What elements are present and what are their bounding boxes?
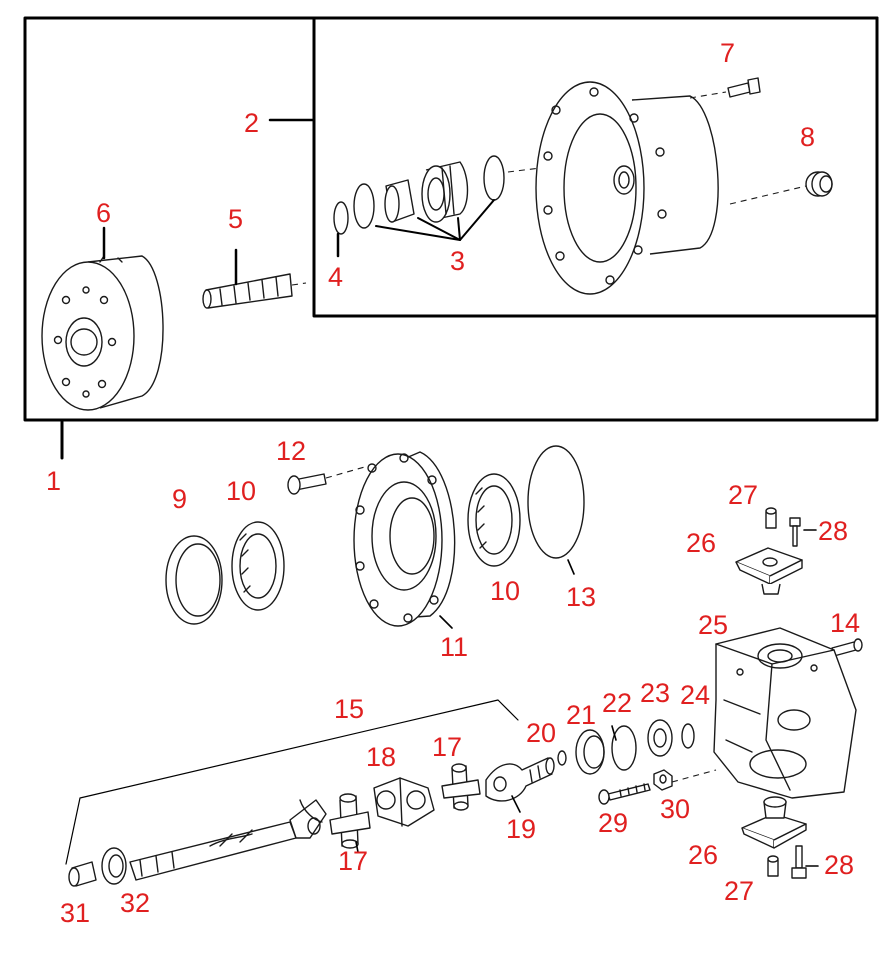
part-23-bearing bbox=[647, 719, 673, 757]
callout-14: 14 bbox=[830, 608, 860, 638]
part-3-planet-gear-set bbox=[353, 155, 541, 241]
callout-10-right: 10 bbox=[490, 576, 520, 606]
callout-18: 18 bbox=[366, 742, 396, 772]
callout-26-lower: 26 bbox=[688, 840, 718, 870]
part-13-o-ring bbox=[527, 445, 585, 559]
part-28-bolt-upper bbox=[789, 517, 801, 547]
callout-31: 31 bbox=[60, 898, 90, 928]
part-15-axle-shaft-assembly bbox=[65, 699, 519, 865]
callout-11: 11 bbox=[440, 632, 468, 662]
callout-8: 8 bbox=[800, 122, 815, 152]
part-17-u-joint-cross-left bbox=[329, 793, 371, 849]
callout-7: 7 bbox=[720, 38, 735, 68]
callout-24: 24 bbox=[680, 680, 710, 710]
callout-17-left: 17 bbox=[338, 846, 368, 876]
callout-9: 9 bbox=[172, 484, 187, 514]
callout-26-upper: 26 bbox=[686, 528, 716, 558]
part-6-planet-carrier bbox=[41, 255, 164, 411]
callout-21: 21 bbox=[566, 700, 596, 730]
callout-4: 4 bbox=[328, 262, 343, 292]
callout-30: 30 bbox=[660, 794, 690, 824]
part-24-retaining-ring bbox=[681, 723, 695, 749]
part-32-seal bbox=[101, 847, 127, 885]
callout-27-upper: 27 bbox=[728, 480, 758, 510]
part-10-roller-bearing-left bbox=[231, 521, 285, 611]
part-30-nut bbox=[653, 769, 673, 791]
callout-1: 1 bbox=[46, 466, 61, 496]
part-27-grease-nipple-upper bbox=[765, 507, 777, 529]
callout-22: 22 bbox=[602, 688, 632, 718]
part-21-seal bbox=[575, 729, 605, 775]
part-29-bolt bbox=[598, 783, 651, 805]
hub-housing bbox=[535, 81, 807, 295]
part-9-bearing-race bbox=[165, 535, 223, 625]
callout-23: 23 bbox=[640, 678, 670, 708]
part-22-snap-ring bbox=[611, 725, 637, 771]
part-7-bolt bbox=[727, 77, 761, 98]
part-11-flange-housing bbox=[353, 451, 456, 627]
callout-19: 19 bbox=[506, 814, 536, 844]
assembly-2-frame bbox=[312, 16, 879, 318]
part-10-roller-bearing-right bbox=[467, 473, 521, 567]
part-5-splined-shaft bbox=[202, 273, 307, 309]
callout-6: 6 bbox=[96, 198, 111, 228]
part-18-double-yoke bbox=[373, 777, 435, 827]
callout-2: 2 bbox=[244, 108, 259, 138]
part-26-lower-king-pin-cap bbox=[741, 796, 807, 849]
part-20-small-ring bbox=[557, 750, 567, 766]
callout-27-lower: 27 bbox=[724, 876, 754, 906]
part-25-steering-knuckle bbox=[671, 627, 857, 799]
callout-28-upper: 28 bbox=[818, 516, 848, 546]
callout-15: 15 bbox=[334, 694, 364, 724]
callout-10-left: 10 bbox=[226, 476, 256, 506]
callout-25: 25 bbox=[698, 610, 728, 640]
part-26-upper-king-pin-cap bbox=[735, 547, 803, 595]
callout-3: 3 bbox=[450, 246, 465, 276]
callout-13: 13 bbox=[566, 582, 596, 612]
callout-5: 5 bbox=[228, 204, 243, 234]
inner-axle-shaft bbox=[129, 799, 327, 881]
callout-17-right: 17 bbox=[432, 732, 462, 762]
leader-lines bbox=[60, 118, 819, 867]
part-14-bolt bbox=[831, 638, 863, 657]
part-27-grease-nipple-lower bbox=[767, 855, 779, 877]
callout-labels: 1 2 3 4 5 6 7 8 9 10 10 11 12 13 14 15 1… bbox=[46, 38, 860, 928]
part-17-u-joint-cross-right bbox=[441, 763, 481, 811]
callout-12: 12 bbox=[276, 436, 306, 466]
part-19-outer-stub-shaft bbox=[485, 757, 555, 813]
part-4-snap-ring bbox=[333, 201, 349, 235]
callout-20: 20 bbox=[526, 718, 556, 748]
part-28-bolt-lower bbox=[791, 845, 807, 879]
part-8-seal bbox=[805, 171, 833, 197]
callout-28-lower: 28 bbox=[824, 850, 854, 880]
part-31-bushing bbox=[68, 861, 97, 887]
callout-29: 29 bbox=[598, 808, 628, 838]
part-12-bolt bbox=[287, 465, 369, 495]
callout-32: 32 bbox=[120, 888, 150, 918]
